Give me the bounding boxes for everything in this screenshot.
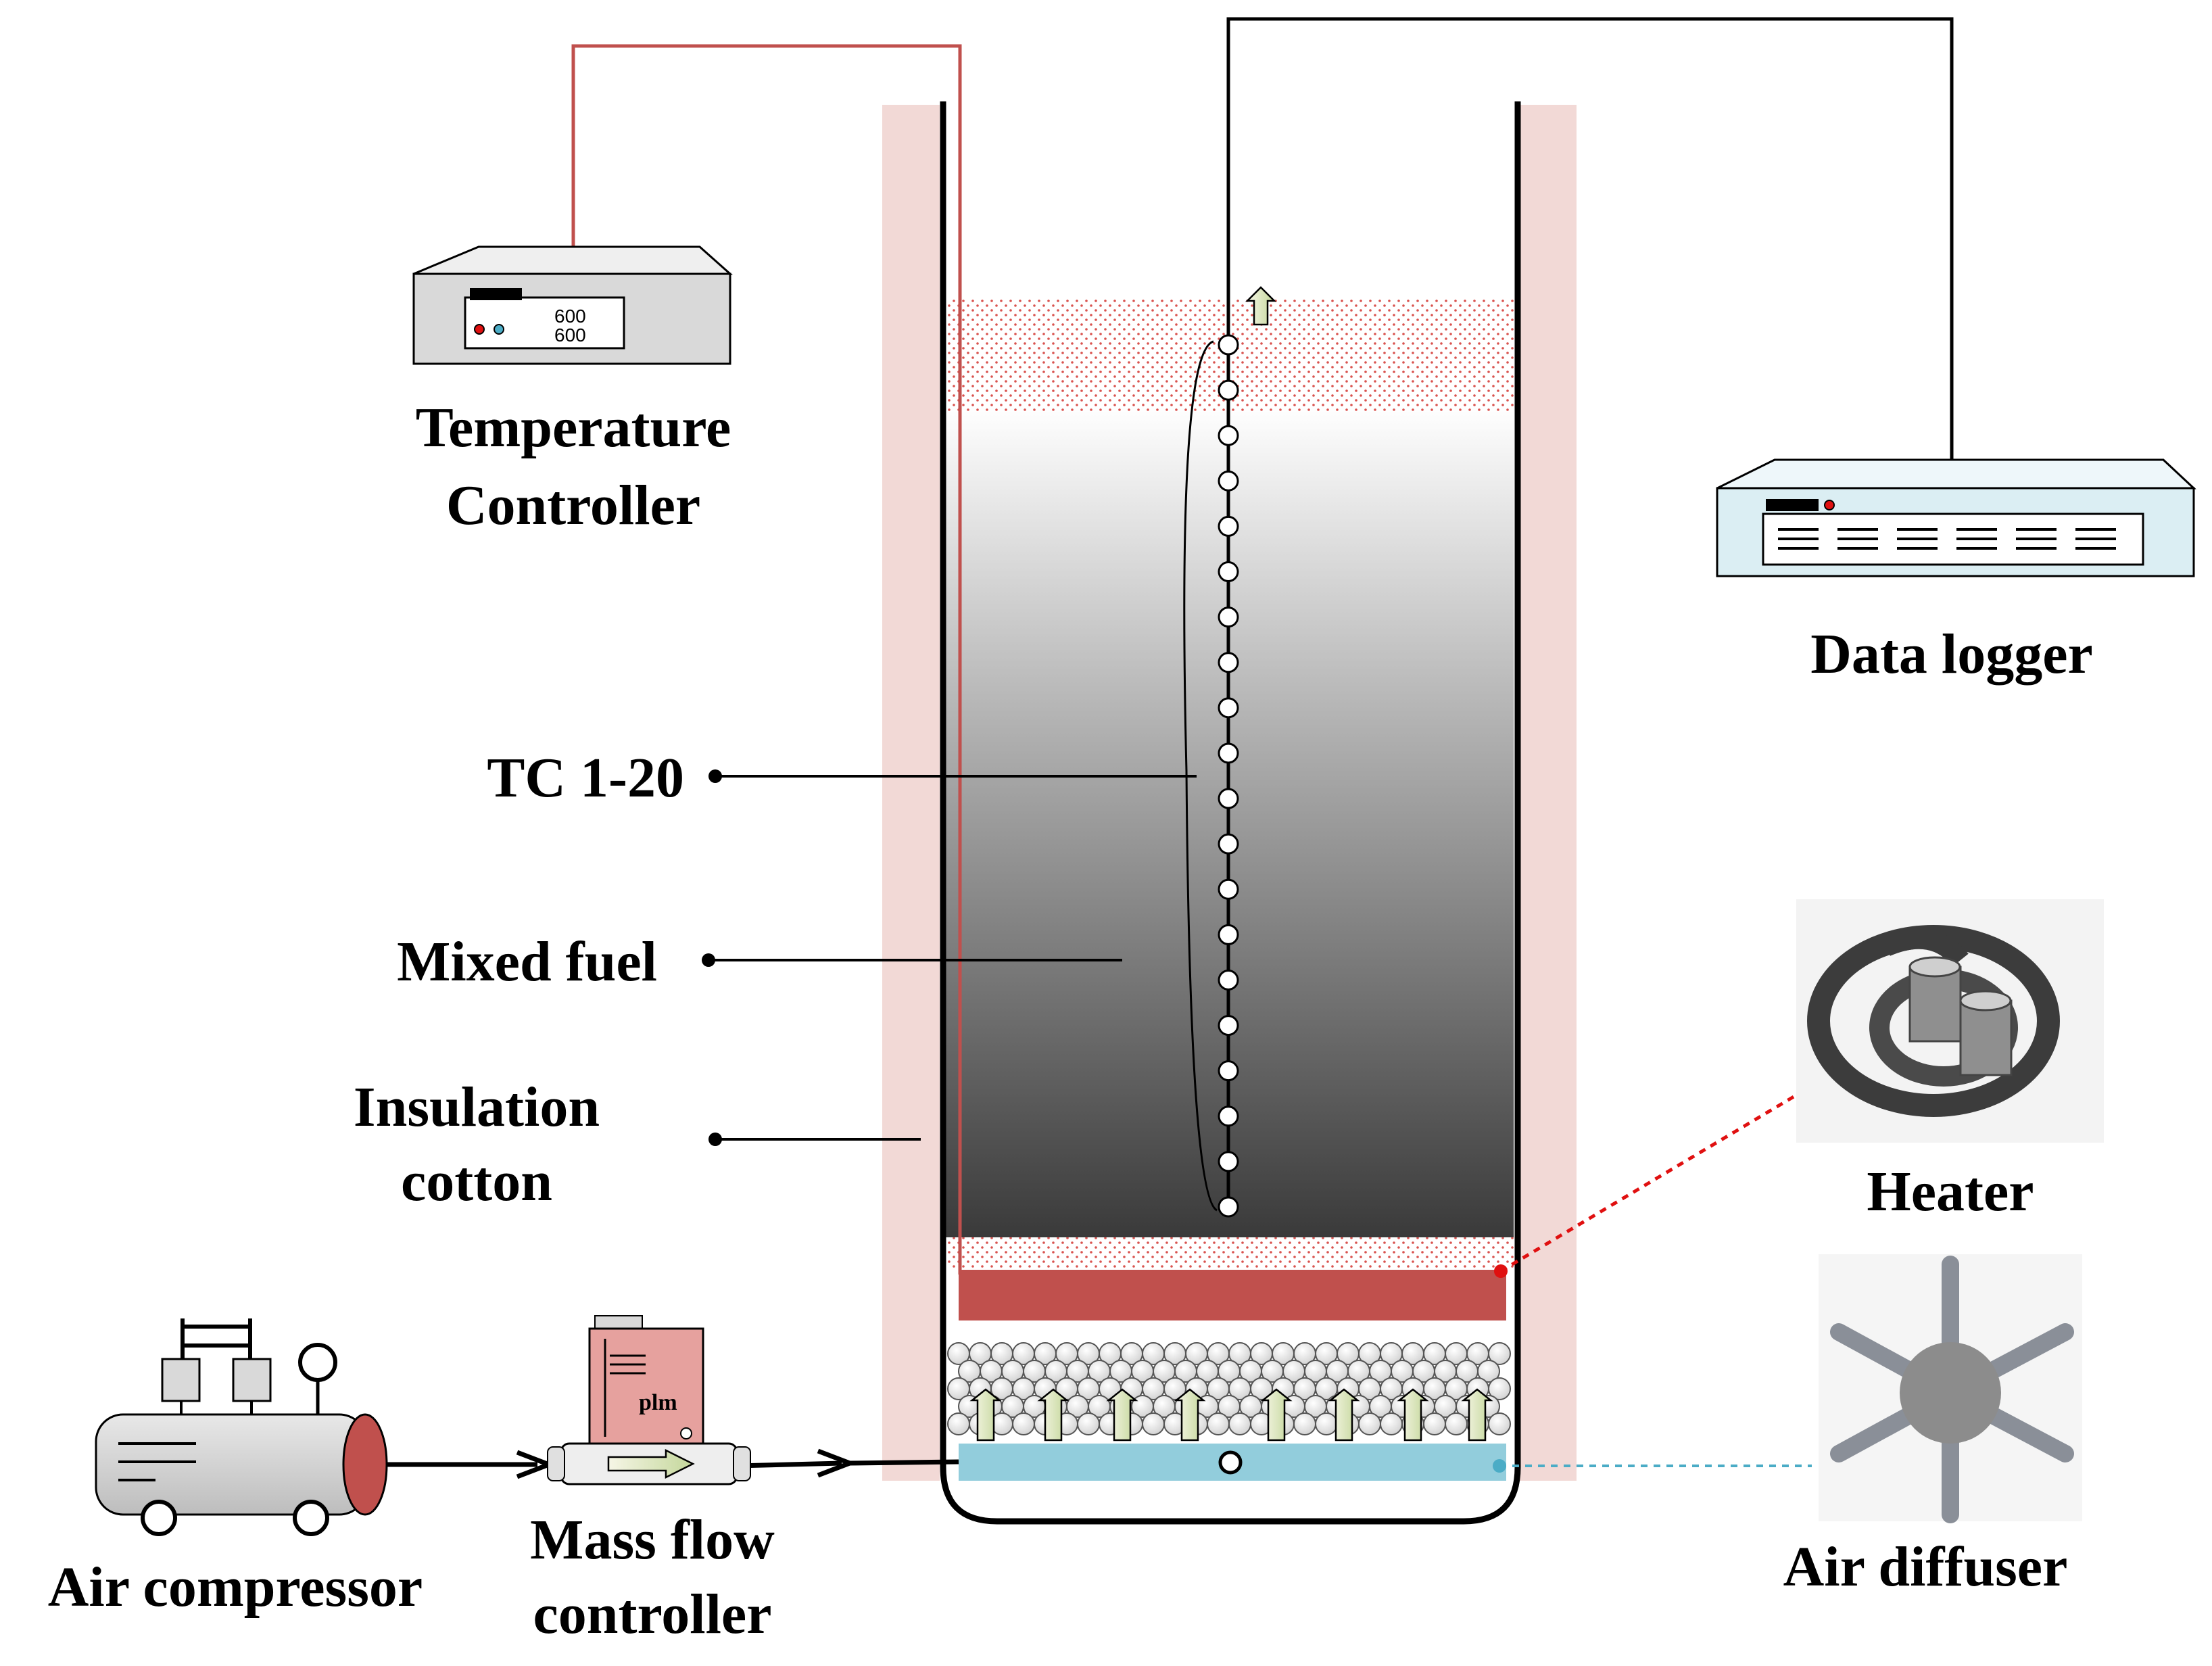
heater-picture [1796, 899, 2104, 1143]
thermocouple-points [1218, 334, 1239, 1218]
insulation-left [882, 105, 940, 1481]
thermocouple-point [1218, 561, 1239, 583]
diffuser-leader-dot [1493, 1459, 1506, 1473]
thermocouple-point [1218, 742, 1239, 764]
diffuser-center-hole [1218, 1450, 1243, 1475]
air-pipe-2 [736, 1460, 842, 1469]
ceramic-ball [1423, 1412, 1446, 1435]
insulation-right [1519, 105, 1577, 1481]
thermocouple-point [1218, 878, 1239, 900]
ceramic-ball [1012, 1412, 1035, 1435]
air-diffuser-picture [1819, 1254, 2082, 1523]
ceramic-ball [1445, 1412, 1468, 1435]
thermocouple-point [1218, 969, 1239, 991]
heater-dotted-band [944, 1237, 1514, 1268]
fuel-leader-dot [702, 953, 715, 967]
thermocouple-point [1218, 470, 1239, 492]
exhaust-up-arrow-icon [1245, 286, 1277, 326]
ceramic-ball [1315, 1412, 1338, 1435]
air-up-arrow-icon [1461, 1388, 1493, 1442]
data-logger-wire [1226, 17, 1954, 460]
thermocouple-point [1218, 924, 1239, 945]
thermocouple-point [1218, 1196, 1239, 1218]
thermocouple-point [1218, 425, 1239, 446]
heater-plate [959, 1270, 1506, 1320]
flow-right-arrow-icon [607, 1448, 695, 1479]
mass-flow-label-2: controller [533, 1583, 772, 1646]
ceramic-ball [1488, 1377, 1511, 1400]
heater-leader-dot [1494, 1264, 1508, 1278]
air-up-arrow-icon [1106, 1388, 1138, 1442]
ceramic-ball [1077, 1412, 1100, 1435]
insulation-leader-dot [708, 1133, 722, 1146]
thermocouple-point [1218, 1105, 1239, 1127]
thermocouple-point [1218, 1015, 1239, 1037]
ceramic-ball [1358, 1412, 1381, 1435]
temperature-controller-label-1: Temperature [416, 396, 731, 459]
ceramic-ball [1228, 1412, 1251, 1435]
air-pipe-3 [849, 1459, 959, 1466]
controller-display-line-1: 600 [554, 306, 586, 327]
heater-label: Heater [1867, 1160, 2034, 1223]
ceramic-ball [1293, 1412, 1316, 1435]
mfc-meter-text: plm [639, 1390, 677, 1415]
thermocouple-point [1218, 515, 1239, 537]
ceramic-ball [1142, 1412, 1165, 1435]
ceramic-ball [947, 1412, 970, 1435]
tc-leader-dot [708, 769, 722, 783]
thermocouple-point [1218, 606, 1239, 628]
air-up-arrow-icon [1397, 1388, 1429, 1442]
temperature-controller-label-2: Controller [446, 474, 700, 537]
reactor-wall [940, 101, 1521, 1525]
mixed-fuel-label: Mixed fuel [397, 930, 657, 993]
air-up-arrow-icon [1328, 1388, 1360, 1442]
ceramic-ball [1488, 1412, 1511, 1435]
ceramic-ball [1380, 1412, 1403, 1435]
data-logger-device [1716, 458, 2196, 577]
thermocouple-point [1218, 652, 1239, 673]
thermocouple-bracket [1183, 340, 1218, 1212]
air-diffuser-label: Air diffuser [1783, 1536, 2068, 1598]
thermocouple-point [1218, 697, 1239, 719]
thermocouple-point [1218, 379, 1239, 401]
mass-flow-label-1: Mass flow [530, 1508, 775, 1571]
controller-display-line-2: 600 [554, 325, 586, 346]
thermocouple-point [1218, 334, 1239, 356]
insulation-label-2: cotton [401, 1150, 552, 1213]
air-up-arrow-icon [969, 1388, 1002, 1442]
insulation-label-1: Insulation [354, 1076, 600, 1139]
ceramic-ball [1477, 1360, 1500, 1383]
air-compressor-label: Air compressor [48, 1556, 423, 1619]
thermocouple-point [1218, 1151, 1239, 1172]
data-logger-label: Data logger [1810, 623, 2093, 686]
thermocouple-point [1218, 1060, 1239, 1082]
air-flow-arrows [969, 1388, 1493, 1442]
air-up-arrow-icon [1037, 1388, 1069, 1442]
ceramic-ball [1207, 1412, 1230, 1435]
air-compressor-device [95, 1318, 388, 1536]
air-up-arrow-icon [1174, 1388, 1206, 1442]
tc-label: TC 1-20 [487, 746, 684, 809]
mass-flow-controller-device: plm [547, 1315, 751, 1485]
thermocouple-point [1218, 788, 1239, 809]
air-up-arrow-icon [1260, 1388, 1293, 1442]
temperature-controller-device: 600 600 [412, 245, 733, 365]
temperature-controller-wire [571, 44, 962, 1275]
thermocouple-point [1218, 833, 1239, 855]
ceramic-ball [1488, 1342, 1511, 1365]
ceramic-ball-layer [947, 1342, 1511, 1435]
